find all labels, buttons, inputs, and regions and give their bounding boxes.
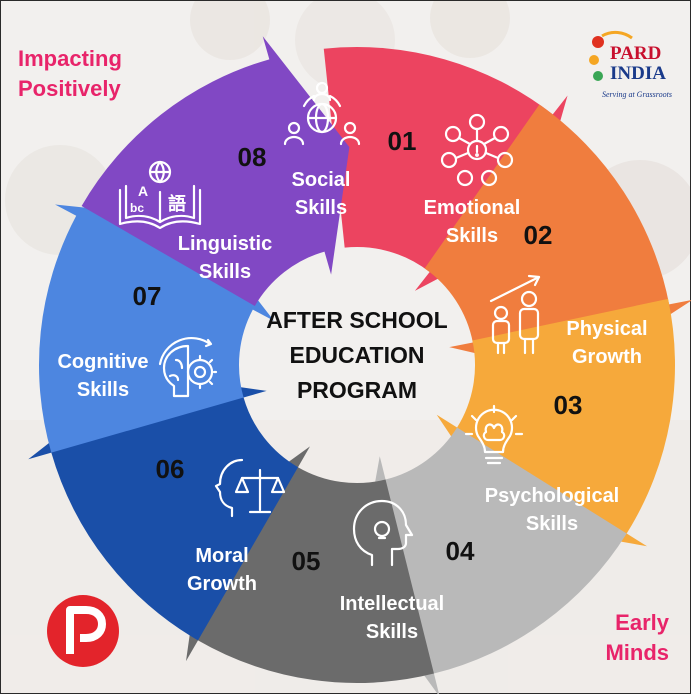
segment-06-label: Moral xyxy=(195,545,248,567)
segment-04-label: Psychological xyxy=(485,485,620,507)
letter-a-glyph: A xyxy=(138,183,148,199)
segment-01-label: Social xyxy=(292,169,351,191)
segment-04-label: Skills xyxy=(526,513,578,535)
brain-gear-icon xyxy=(158,336,218,398)
segment-01-number: 01 xyxy=(388,126,417,156)
segment-03-label: Physical xyxy=(566,318,647,340)
segment-02-number: 02 xyxy=(524,220,553,250)
segment-08-label: Skills xyxy=(199,261,251,283)
segment-07-label: Cognitive xyxy=(57,351,148,373)
head-bulb-icon xyxy=(352,499,414,567)
pard-india-logo xyxy=(589,30,633,81)
segment-03-label: Growth xyxy=(572,346,642,368)
language-book-icon xyxy=(118,160,202,230)
segment-05-label: Skills xyxy=(366,621,418,643)
segment-04-number: 04 xyxy=(446,536,475,566)
p-brand-logo xyxy=(47,595,119,667)
segment-02-label: Skills xyxy=(446,225,498,247)
corner-text-line: Early xyxy=(615,610,669,635)
early-minds-text: Early Minds xyxy=(605,608,669,668)
segment-05-number: 05 xyxy=(292,546,321,576)
brand-name-line-2: INDIA xyxy=(610,63,666,84)
segment-02-label: Emotional xyxy=(424,197,521,219)
segment-08 xyxy=(81,36,350,306)
segment-07-number: 07 xyxy=(133,281,162,311)
segment-07-label: Skills xyxy=(77,379,129,401)
social-network-icon xyxy=(283,81,361,146)
center-title-line-3: PROGRAM xyxy=(297,377,417,403)
segment-08-label: Linguistic xyxy=(178,233,272,255)
scales-head-icon xyxy=(214,458,286,518)
center-title-line-1: AFTER SCHOOL xyxy=(266,307,447,333)
growth-people-icon xyxy=(489,274,541,355)
segment-01-label: Skills xyxy=(295,197,347,219)
segment-04 xyxy=(357,427,627,694)
brand-name: PARD INDIA xyxy=(610,44,666,84)
segment-06-label: Growth xyxy=(187,573,257,595)
cjk-glyph: 語 xyxy=(168,193,186,214)
impacting-positively-text: Impacting Positively xyxy=(18,44,122,104)
segment-03-number: 03 xyxy=(554,390,583,420)
corner-text-line: Minds xyxy=(605,640,669,665)
corner-text-line: Impacting xyxy=(18,46,122,71)
brand-name-line-1: PARD xyxy=(610,43,662,64)
brand-tagline: Serving at Grassroots xyxy=(602,90,672,99)
segment-05-label: Intellectual xyxy=(340,593,444,615)
corner-text-line: Positively xyxy=(18,76,121,101)
segment-06-number: 06 xyxy=(156,454,185,484)
center-title-line-2: EDUCATION xyxy=(289,342,424,368)
emotions-icon xyxy=(440,113,514,187)
segment-08-number: 08 xyxy=(238,142,267,172)
brain-bulb-icon xyxy=(464,404,524,465)
letter-bc-glyph: bc xyxy=(130,201,144,215)
